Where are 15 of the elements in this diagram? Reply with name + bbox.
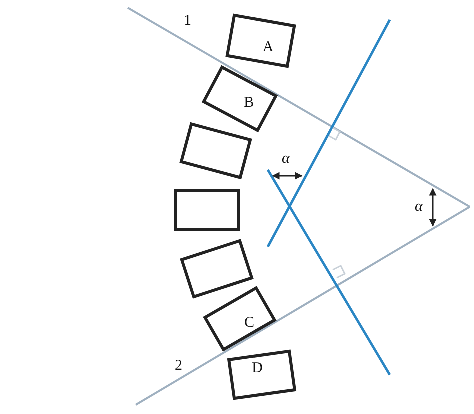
vertebra-label: C (244, 316, 254, 331)
vertebra-label: B (244, 96, 254, 111)
vertebra-box (174, 189, 240, 231)
vertebra-box (227, 350, 297, 400)
vertebra-label: D (252, 362, 263, 377)
vertebra-box (202, 65, 278, 133)
vertebra-label: A (262, 40, 274, 56)
line-number: 1 (184, 14, 192, 29)
vertebra-box (226, 14, 296, 68)
vertebra-box (203, 286, 277, 352)
vertebra-box (180, 122, 252, 180)
angle-label: α (282, 152, 290, 167)
line-number: 2 (175, 359, 182, 374)
angle-label: α (415, 200, 423, 215)
vertebra-box (180, 239, 254, 299)
